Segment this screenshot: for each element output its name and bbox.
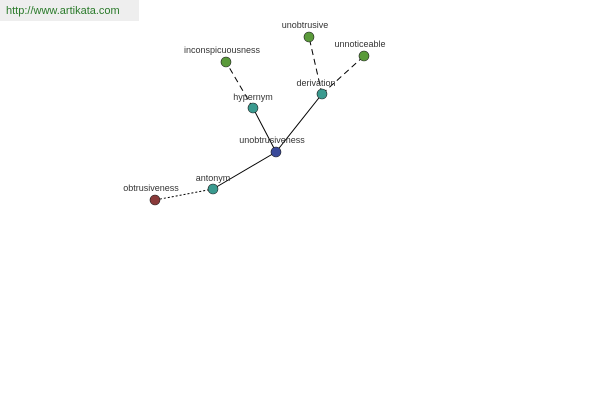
edge-antonym-obtrusiveness — [154, 188, 214, 201]
edge-unobtrusiveness-antonym — [212, 151, 277, 190]
edge-unobtrusiveness-hypernym — [252, 107, 277, 153]
node-dot-inconspicuousness[interactable] — [220, 56, 232, 68]
node-dot-derivation[interactable] — [316, 88, 328, 100]
nodes-layer: unobtrusiveness hypernym derivation antonym… — [123, 20, 386, 206]
node-dot-unobtrusive[interactable] — [303, 31, 315, 43]
node-label-unnoticeable: unnoticeable — [334, 39, 385, 49]
node-label-obtrusiveness: obtrusiveness — [123, 183, 179, 193]
node-label-antonym: antonym — [196, 173, 231, 183]
node-label-inconspicuousness: inconspicuousness — [184, 45, 261, 55]
node-dot-antonym[interactable] — [207, 183, 219, 195]
node-antonym[interactable]: antonym — [196, 173, 231, 195]
node-dot-unnoticeable[interactable] — [358, 50, 370, 62]
node-unnoticeable[interactable]: unnoticeable — [334, 39, 386, 62]
node-dot-hypernym[interactable] — [247, 102, 259, 114]
node-unobtrusiveness[interactable]: unobtrusiveness — [239, 135, 305, 158]
node-label-hypernym: hypernym — [233, 92, 273, 102]
edges-layer — [154, 36, 365, 201]
edge-unobtrusiveness-derivation — [275, 93, 323, 153]
node-derivation[interactable]: derivation — [296, 78, 336, 100]
node-label-unobtrusiveness: unobtrusiveness — [239, 135, 305, 145]
watermark-url: http://www.artikata.com — [6, 4, 120, 17]
node-label-unobtrusive: unobtrusive — [282, 20, 329, 30]
node-dot-obtrusiveness[interactable] — [149, 194, 161, 206]
node-obtrusiveness[interactable]: obtrusiveness — [123, 183, 179, 206]
node-label-derivation: derivation — [296, 78, 335, 88]
watermark-banner: http://www.artikata.com — [0, 0, 139, 21]
node-inconspicuousness[interactable]: inconspicuousness — [184, 45, 261, 68]
edge-derivation-unnoticeable — [321, 55, 365, 95]
node-unobtrusive[interactable]: unobtrusive — [282, 20, 329, 43]
node-dot-unobtrusiveness[interactable] — [270, 146, 282, 158]
edge-hypernym-inconspicuousness — [225, 61, 254, 109]
node-hypernym[interactable]: hypernym — [233, 92, 273, 114]
